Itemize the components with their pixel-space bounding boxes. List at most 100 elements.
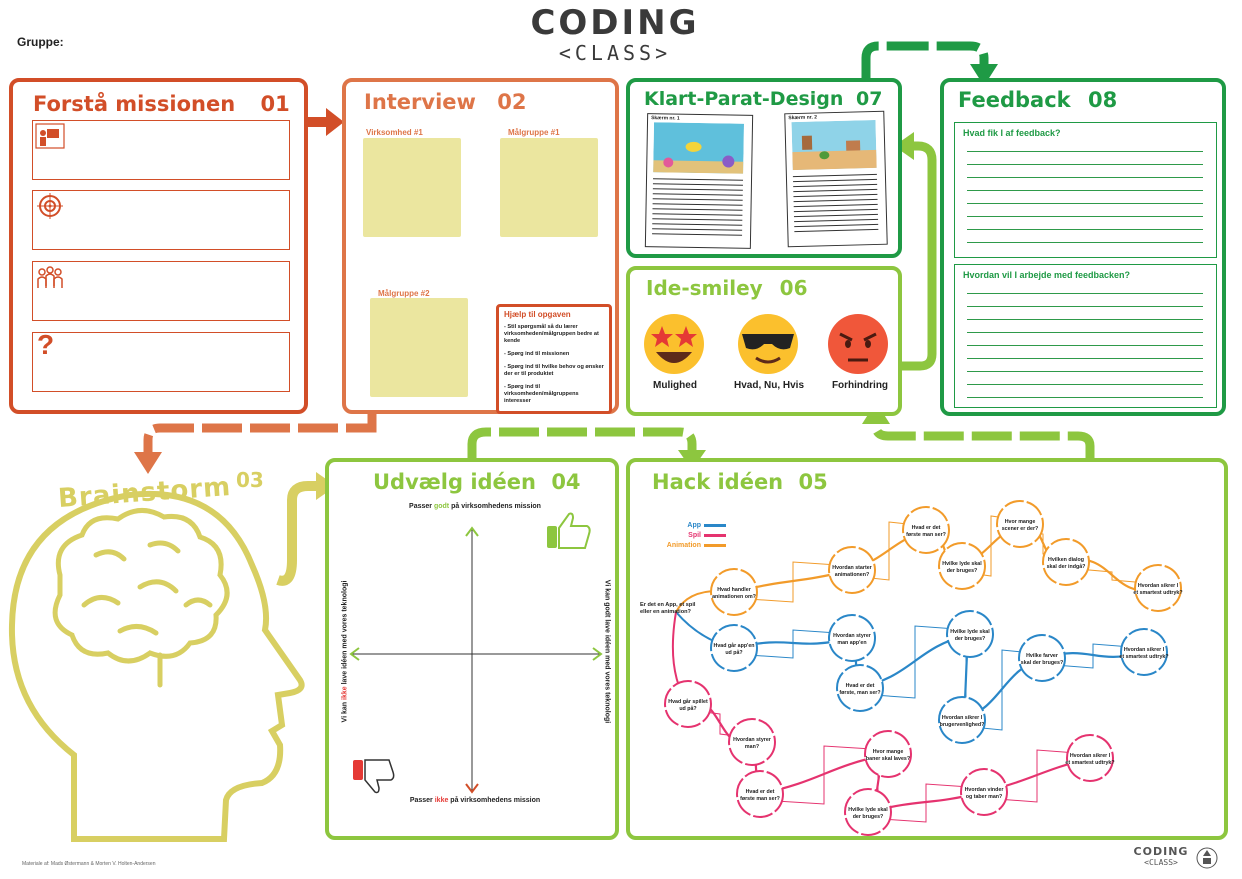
malgruppe2-label: Målgruppe #2 xyxy=(378,289,430,298)
arrow-07-08 xyxy=(861,41,989,80)
sheet1-lines xyxy=(652,178,744,240)
virksomhed-note-area[interactable] xyxy=(363,138,461,237)
node-blue-text: Hvordan sikrer I xyxy=(1124,647,1165,653)
node-blue-text: Hvad er det xyxy=(846,683,875,689)
node-blue-text: første, man ser? xyxy=(839,690,880,696)
coding-class-logo: CODING <CLASS> xyxy=(510,4,720,64)
node-blue-circle xyxy=(710,624,758,672)
malgruppe2-note-area[interactable] xyxy=(370,298,468,397)
box-ide-smiley: Ide-smiley 06 Mulighed Hvad, Nu, Hvis Fo… xyxy=(626,266,902,416)
start-question-text: eller en animation? xyxy=(640,609,692,615)
box-udvaelg-ideen: Udvælg idéen 04 Passer godt på virksomhe… xyxy=(325,458,619,840)
footer-credit: Materiale af: Mads Østermann & Morten V.… xyxy=(22,861,156,867)
box-forsta-missionen: Forstå missionen 01 ? xyxy=(9,78,308,414)
box08-title: Feedback 08 xyxy=(958,88,1117,112)
legend-app: App xyxy=(687,521,701,529)
node-orange-text: Hvordan starter xyxy=(832,565,871,571)
legend-animation: Animation xyxy=(666,541,701,549)
box07-number: 07 xyxy=(856,88,883,110)
footer-logo: CODING <CLASS> xyxy=(1130,846,1192,868)
box01-row-4[interactable]: ? xyxy=(32,329,290,392)
node-orange-circle xyxy=(828,546,876,594)
arrow-06-07 xyxy=(902,141,937,371)
box01-title: Forstå missionen 01 xyxy=(33,92,290,116)
node-orange-text: animationen om? xyxy=(712,594,756,600)
box02-title: Interview 02 xyxy=(364,90,526,114)
node-orange-text: animationen? xyxy=(835,572,869,578)
arrow-head-06-07 xyxy=(894,132,914,160)
node-red-circle xyxy=(728,718,776,766)
node-red-circle xyxy=(864,730,912,778)
box05-title-text: Hack idéen xyxy=(652,470,784,494)
node-blue-text: der bruges? xyxy=(955,636,986,642)
legend-app-swatch xyxy=(704,523,726,527)
node-red-text: Hvilke lyde skal xyxy=(848,807,888,813)
box01-row-3[interactable] xyxy=(32,261,290,321)
thumbs-down-icon xyxy=(353,759,395,794)
node-red-text: og taber man? xyxy=(966,794,1003,800)
node-orange-circle xyxy=(710,568,758,616)
feedback-q2-area[interactable]: Hvordan vil I arbejde med feedbacken? xyxy=(954,264,1217,408)
box04-number: 04 xyxy=(551,470,581,494)
node-red-text: et smartest udtryk? xyxy=(1065,760,1114,766)
circuit-trace-red xyxy=(867,783,985,823)
node-orange-text: skal der indgå? xyxy=(1047,563,1086,570)
box06-number: 06 xyxy=(779,276,808,300)
node-red-text: Hvordan vinder xyxy=(965,787,1004,793)
node-blue-circle xyxy=(828,614,876,662)
angry-smiley-icon xyxy=(828,314,888,374)
help-box: Hjælp til opgaven - Stil spørgsmål så du… xyxy=(496,304,612,414)
feedback-q1-lines xyxy=(967,151,1203,255)
node-red-text: Hvad går spillet xyxy=(668,698,708,705)
node-orange-circle xyxy=(938,542,986,590)
feedback-q2-lines xyxy=(967,293,1203,410)
node-blue-text: skal der bruges? xyxy=(1021,660,1063,666)
arrow-04-05 xyxy=(467,427,697,458)
circuit-trace-red xyxy=(983,749,1091,803)
arrow-head-02-03 xyxy=(134,452,162,474)
help-title: Hjælp til opgaven xyxy=(504,310,571,319)
legend-animation-swatch xyxy=(704,543,726,547)
hack-legend: App Spil Animation xyxy=(646,520,726,550)
node-red-text: første man ser? xyxy=(740,796,780,802)
node-blue-text: Hvilke farver xyxy=(1026,653,1058,659)
circuit-trace-blue xyxy=(733,629,853,659)
box-interview: Interview 02 Virksomhed #1 Målgruppe #1 … xyxy=(342,78,619,414)
node-orange-text: Hvilken dialog xyxy=(1048,557,1084,563)
brainstorm-number: 03 xyxy=(236,468,264,492)
arrow-head-01-02 xyxy=(326,108,344,136)
matrix-top-label: Passer godt på virksomhedens mission xyxy=(409,503,541,510)
circuit-trace-blue xyxy=(1041,643,1145,669)
box01-row-1[interactable] xyxy=(32,120,290,180)
malgruppe1-note-area[interactable] xyxy=(500,138,598,237)
people-icon xyxy=(37,266,63,288)
box07-title: Klart-Parat-Design 07 xyxy=(644,88,882,110)
logo-main-text: CODING xyxy=(530,3,700,43)
matrix-left-label: Vi kan ikke lave idéen med vores teknolo… xyxy=(341,580,349,723)
box-klart-parat-design: Klart-Parat-Design 07 Skærm nr. 1 Skærm … xyxy=(626,78,902,258)
feedback-q1-area[interactable]: Hvad fik I af feedback? xyxy=(954,122,1217,258)
node-orange-text: Hvad handler xyxy=(717,587,751,593)
box01-row-2[interactable] xyxy=(32,190,290,250)
box04-title: Udvælg idéen 04 xyxy=(373,470,581,494)
matrix-right-label: Vi kan godt lave idéen med vores teknolo… xyxy=(603,579,611,724)
decision-matrix xyxy=(349,512,603,794)
node-orange-circle xyxy=(1042,538,1090,586)
arrow-02-03 xyxy=(143,414,377,456)
arrow-03-04 xyxy=(276,481,318,586)
node-orange-text: første man ser? xyxy=(906,532,946,538)
box06-title: Ide-smiley 06 xyxy=(646,276,808,300)
node-red-text: Hvor mange xyxy=(873,749,904,755)
legend-spil-swatch xyxy=(704,533,726,537)
node-blue-text: Hvilke lyde skal xyxy=(950,629,990,635)
node-red-circle xyxy=(960,768,1008,816)
node-orange-text: Hvad er det xyxy=(912,525,941,531)
node-red-circle xyxy=(844,788,892,836)
start-question-text: Er det en App, et spil xyxy=(640,602,696,608)
help-item: - Spørg ind til hvilke behov og ønsker d… xyxy=(504,364,604,377)
matrix-bottom-label: Passer ikke på virksomhedens mission xyxy=(409,797,541,804)
box08-title-text: Feedback xyxy=(958,88,1071,112)
node-blue-circle xyxy=(836,664,884,712)
